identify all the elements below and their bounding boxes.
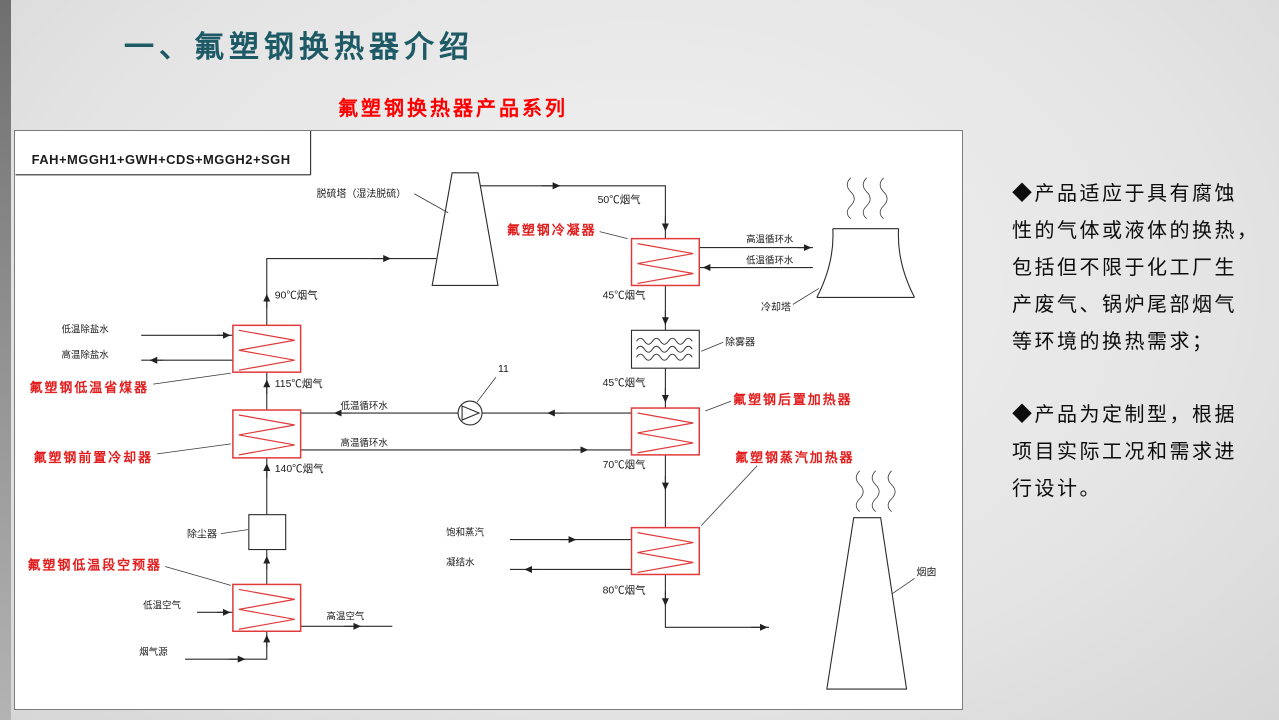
- air-preheater-exchanger: [232, 583, 302, 633]
- label-economizer: 氟塑钢低温省煤器: [30, 380, 149, 395]
- note-line-2: 性的气体或液体的换热，: [1012, 220, 1260, 242]
- system-code: FAH+MGGH1+GWH+CDS+MGGH2+SGH: [32, 152, 291, 167]
- condenser-exchanger: [630, 237, 701, 287]
- label-cold-air: 低温空气: [143, 599, 181, 611]
- demister-box: [630, 329, 700, 369]
- label-hot-air: 高温空气: [327, 610, 365, 622]
- economizer-exchanger: [232, 324, 302, 373]
- label-cold-circulating-water-top: 低温循环水: [746, 255, 794, 267]
- label-flue-gas-source: 烟气源: [139, 646, 168, 658]
- label-flue-50: 50℃烟气: [598, 193, 642, 206]
- note-line-6: ◆产品为定制型，根据: [1012, 404, 1237, 426]
- note-line-4: 产废气、锅炉尾部烟气: [1012, 294, 1237, 316]
- note-line-8: 行设计。: [1012, 478, 1102, 500]
- note-line-1: ◆产品适应于具有腐蚀: [1012, 183, 1237, 205]
- cooling-tower: [816, 177, 916, 298]
- note-line-5: 等环境的换热需求；: [1012, 331, 1215, 353]
- steam-heater-exchanger: [630, 526, 701, 576]
- label-cold-circulating-water-mid: 低温循环水: [341, 400, 389, 412]
- diagram-labels: 脱硫塔（湿法脱硫） 50℃烟气 氟塑钢冷凝器 高温循环水 低温循环水 冷却塔 4…: [28, 187, 937, 658]
- cooling-tower-steam-icon: [846, 177, 888, 219]
- process-flow-diagram: FAH+MGGH1+GWH+CDS+MGGH2+SGH: [15, 131, 937, 690]
- notes-panel: ◆产品适应于具有腐蚀 性的气体或液体的换热， 包括但不限于化工厂生 产废气、锅炉…: [1012, 176, 1274, 508]
- label-pump-tag: 11: [498, 364, 509, 375]
- precooler-exchanger: [232, 409, 302, 459]
- label-flue-140: 140℃烟气: [275, 462, 324, 475]
- label-saturated-steam: 饱和蒸汽: [446, 527, 484, 539]
- label-hot-demin-water: 高温除盐水: [61, 349, 109, 361]
- label-chimney: 烟囱: [917, 565, 937, 578]
- label-condenser: 氟塑钢冷凝器: [507, 223, 597, 238]
- desulfurization-tower: [431, 172, 499, 287]
- label-pointer-lines: [153, 193, 915, 594]
- left-accent-strip: [0, 0, 11, 720]
- label-flue-45-lower: 45℃烟气: [603, 376, 647, 389]
- diagram-subtitle: 氟塑钢换热器产品系列: [338, 98, 568, 120]
- label-cooling-tower: 冷却塔: [761, 300, 791, 313]
- label-hot-circulating-water-mid: 高温循环水: [341, 437, 389, 449]
- label-flue-70: 70℃烟气: [603, 458, 647, 471]
- label-flue-45-upper: 45℃烟气: [603, 288, 647, 301]
- diagram-panel: FAH+MGGH1+GWH+CDS+MGGH2+SGH: [14, 130, 963, 710]
- slide-title: 一、氟塑钢换热器介绍: [124, 31, 474, 64]
- dust-collector-box: [248, 514, 287, 551]
- title-block: FAH+MGGH1+GWH+CDS+MGGH2+SGH: [15, 131, 312, 176]
- label-air-preheater: 氟塑钢低温段空预器: [28, 557, 162, 572]
- note-line-7: 项目实际工况和需求进: [1012, 441, 1237, 463]
- flow-arrowheads: [149, 182, 812, 663]
- label-cold-demin-water: 低温除盐水: [61, 323, 109, 335]
- label-hot-circulating-water-top: 高温循环水: [746, 234, 794, 246]
- label-flue-90: 90℃烟气: [275, 288, 319, 301]
- label-condensate: 凝结水: [446, 556, 475, 568]
- water-air-lines: [141, 247, 813, 627]
- label-steam-heater: 氟塑钢蒸汽加热器: [735, 450, 854, 465]
- chimney-shape: [826, 470, 908, 690]
- label-flue-115: 115℃烟气: [275, 377, 324, 390]
- chimney-steam-icon: [855, 470, 896, 512]
- reheater-exchanger: [630, 407, 701, 456]
- label-precooler: 氟塑钢前置冷却器: [34, 450, 153, 465]
- label-demister: 除雾器: [725, 335, 755, 348]
- note-line-3: 包括但不限于化工厂生: [1012, 257, 1237, 279]
- label-desulfurization-tower: 脱硫塔（湿法脱硫）: [317, 187, 407, 200]
- label-reheater: 氟塑钢后置加热器: [733, 392, 852, 407]
- label-dust-collector: 除尘器: [187, 528, 217, 541]
- label-flue-80: 80℃烟气: [603, 583, 647, 596]
- circulation-pump: [457, 400, 483, 426]
